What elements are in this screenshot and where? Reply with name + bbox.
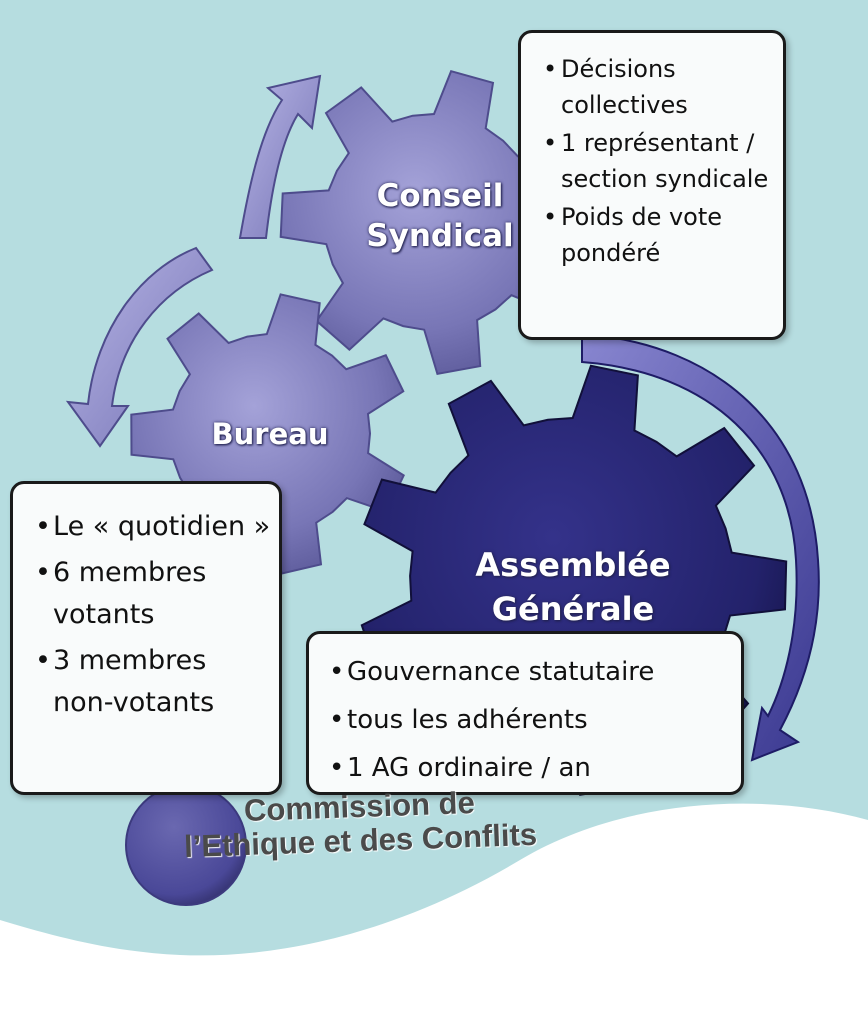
gear-label-conseil-line1: Conseil — [376, 178, 504, 214]
cycle-arrow-left — [65, 246, 214, 448]
gear-label-conseil-line2: Syndical — [366, 218, 514, 254]
note-item: Le « quotidien » — [35, 506, 271, 548]
gear-label-ag-line1: Assemblée — [475, 546, 671, 584]
note-list-conseil-syndical: Décisions collectives 1 représentant / s… — [543, 51, 773, 271]
note-item: Poids de vote pondéré — [543, 199, 773, 271]
note-item: Gouvernance statutaire — [329, 648, 733, 696]
cycle-arrow-right — [581, 332, 820, 762]
note-item: 3 membres non-votants — [35, 640, 271, 724]
note-box-assemblee-generale: Gouvernance statutaire tous les adhérent… — [306, 631, 744, 795]
note-item: tous les adhérents — [329, 696, 733, 744]
note-item: 6 membres votants — [35, 552, 271, 636]
gear-conseil-syndical — [279, 69, 581, 376]
gear-label-ag-line2: Générale — [491, 590, 655, 628]
note-list-bureau: Le « quotidien » 6 membres votants 3 mem… — [35, 506, 271, 724]
cycle-arrow-top — [238, 74, 322, 239]
gear-label-conseil-syndical: Conseil Syndical — [355, 176, 525, 256]
gear-label-bureau: Bureau — [190, 414, 350, 454]
note-box-bureau: Le « quotidien » 6 membres votants 3 mem… — [10, 481, 282, 795]
note-list-assemblee-generale: Gouvernance statutaire tous les adhérent… — [329, 648, 733, 792]
gear-label-assemblee-generale: Assemblée Générale — [458, 543, 688, 631]
note-box-conseil-syndical: Décisions collectives 1 représentant / s… — [518, 30, 786, 340]
note-item: 1 AG ordinaire / an — [329, 744, 733, 792]
note-item: 1 représentant / section syndicale — [543, 125, 773, 197]
note-item: Décisions collectives — [543, 51, 773, 123]
gear-label-bureau-line1: Bureau — [211, 417, 329, 451]
